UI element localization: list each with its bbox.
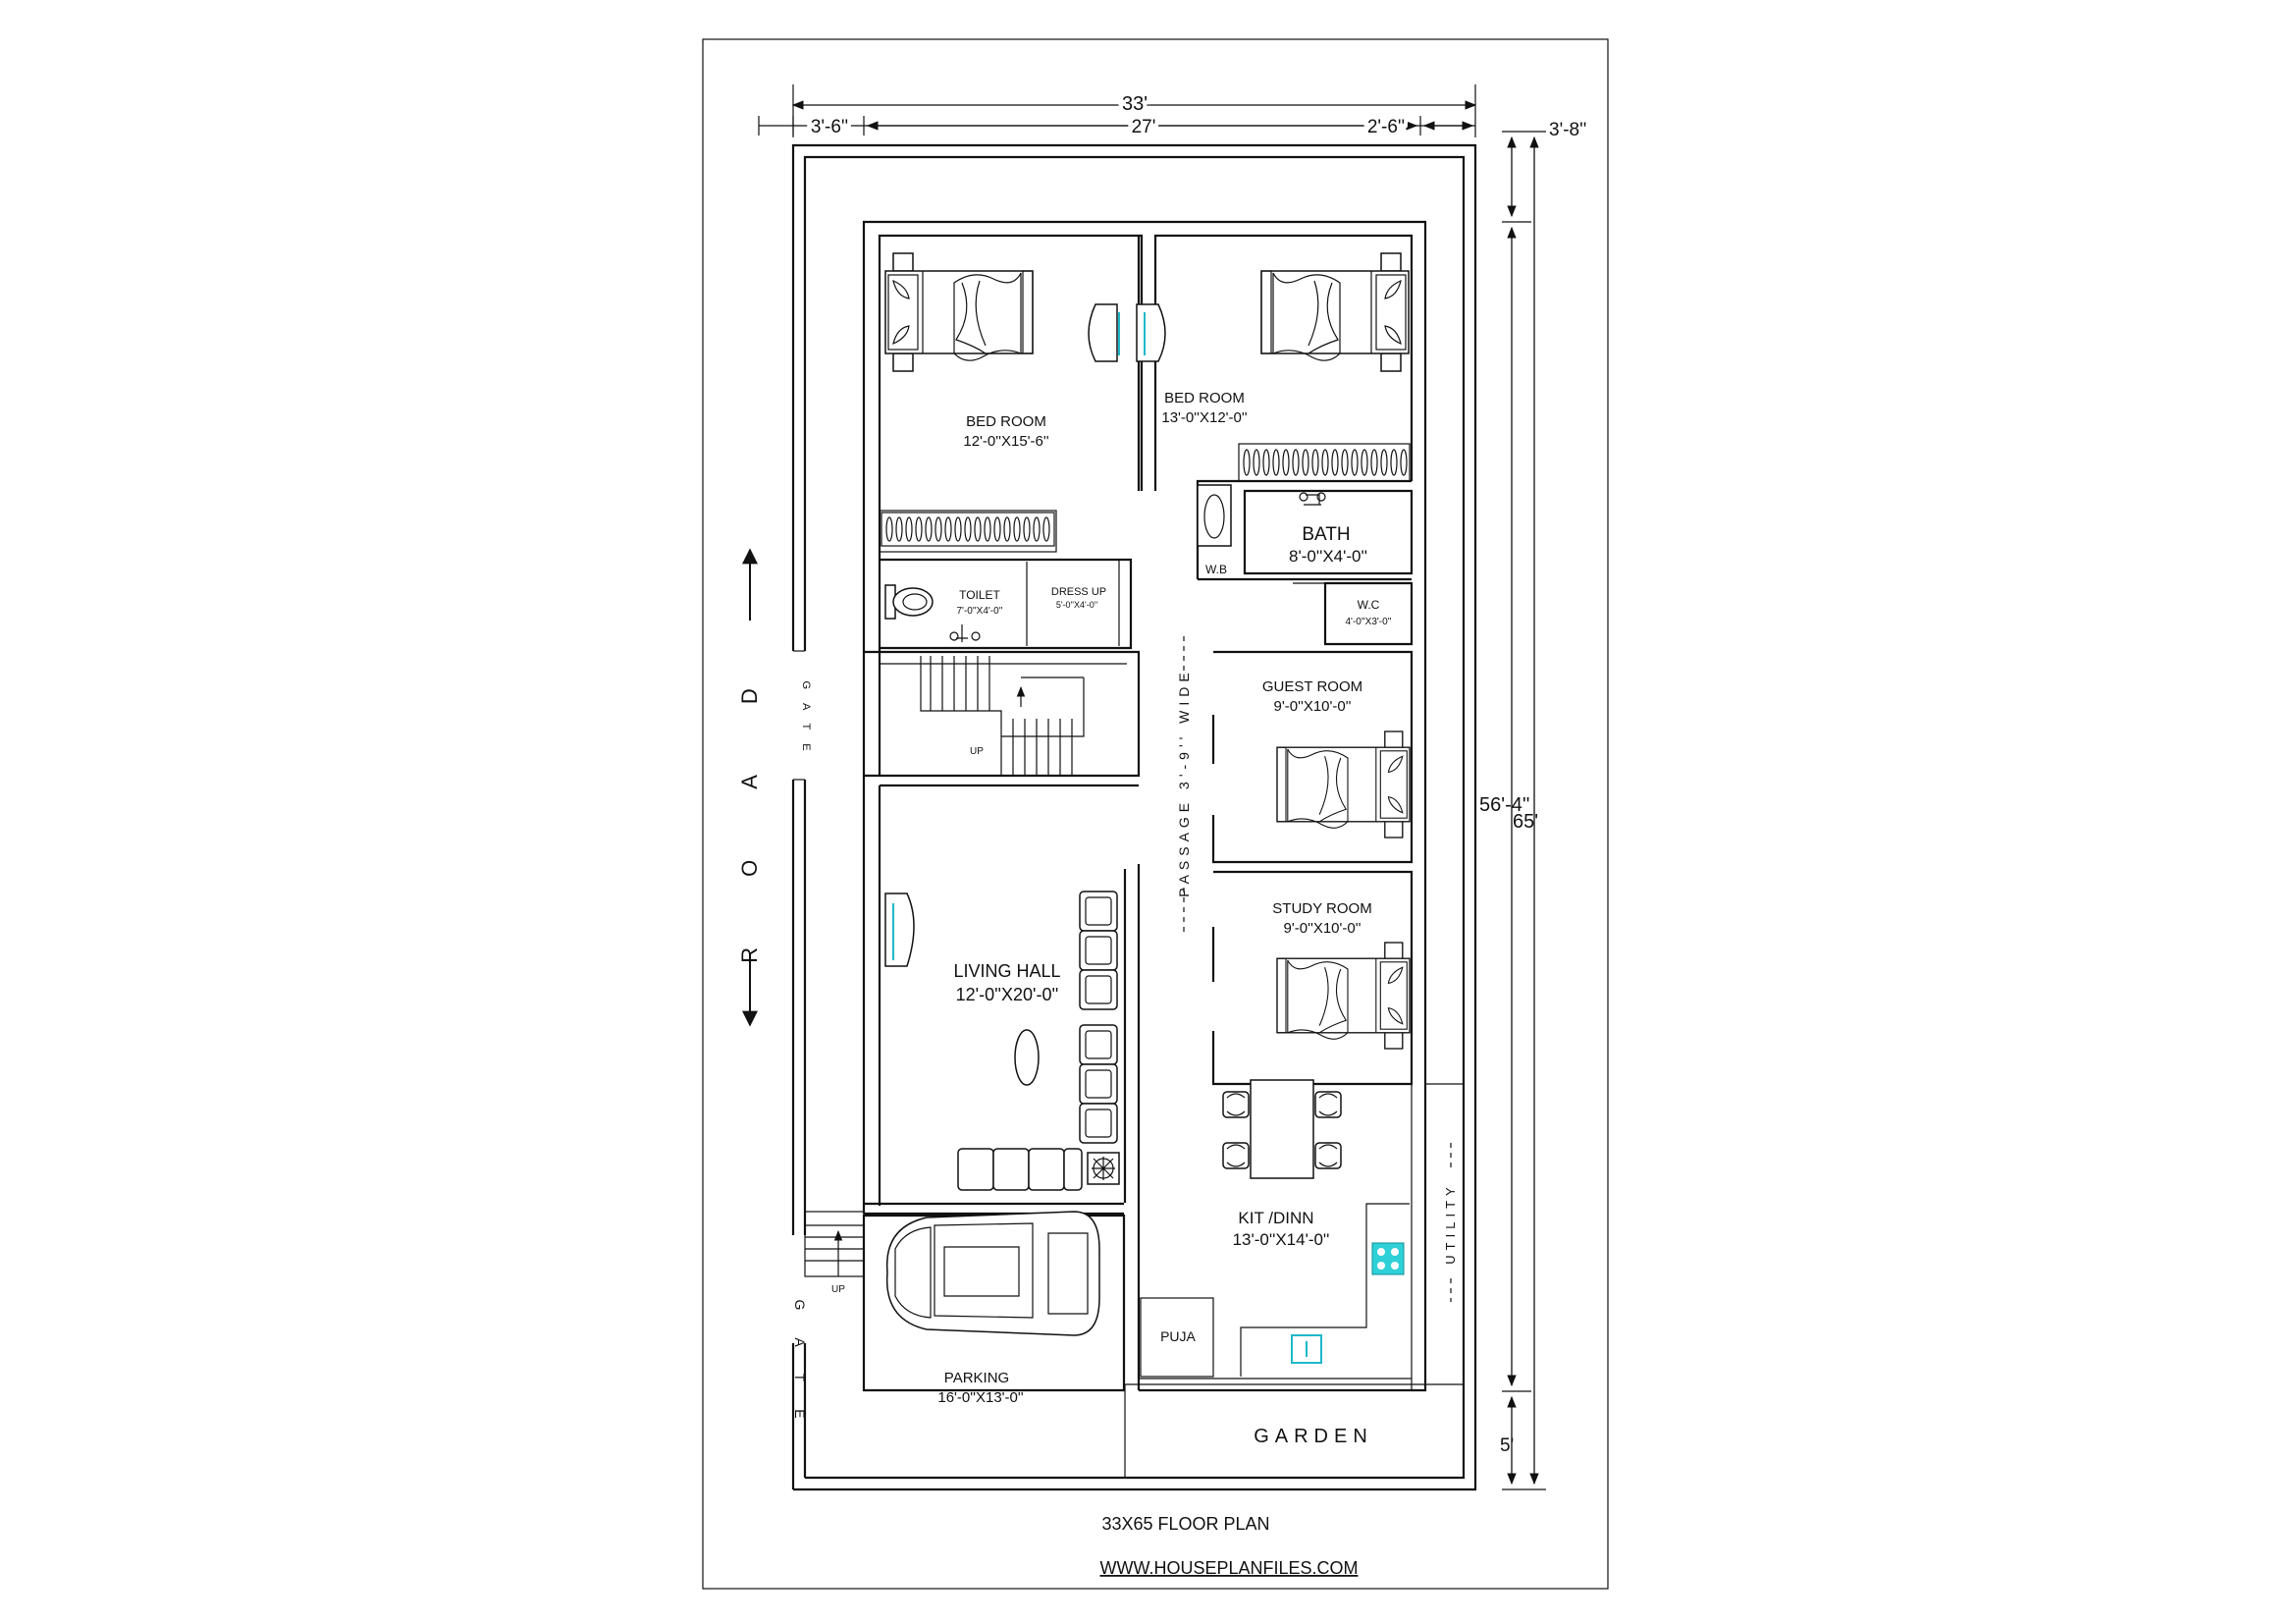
stove-icon xyxy=(1371,1242,1405,1275)
sofa-icon xyxy=(957,1148,1083,1191)
coffee-table-icon xyxy=(1014,1029,1040,1086)
toilet-name: TOILET xyxy=(959,588,1000,602)
dining-table-icon xyxy=(1250,1079,1314,1179)
bath-size: 8'-0''X4'-0'' xyxy=(1289,547,1367,566)
kitchen-name: KIT /DINN xyxy=(1238,1209,1313,1227)
toilet-tap-icon xyxy=(949,624,981,642)
dim-inner-width: 27' xyxy=(1132,117,1156,137)
right-dimension-lines xyxy=(1502,131,1546,1490)
parking-size: 16'-0''X13'-0'' xyxy=(937,1389,1023,1406)
wardrobe-hangers-icon xyxy=(885,449,1408,542)
utility-label: UTILITY xyxy=(1443,1182,1458,1264)
study-room-size: 9'-0''X10'-0'' xyxy=(1284,920,1362,937)
living-hall-size: 12'-0''X20'-0'' xyxy=(956,985,1059,1004)
dim-total-length: 65' xyxy=(1513,811,1538,833)
wc-size: 4'-0''X3'-0'' xyxy=(1345,617,1391,627)
dim-left-setback: 3'-6'' xyxy=(811,117,848,137)
passage-label: PASSAGE 3'-9'' WIDE xyxy=(1176,668,1192,896)
stair-steps xyxy=(930,656,1073,776)
bath-tap-icon xyxy=(1299,492,1326,506)
road-label: ROAD xyxy=(737,618,762,963)
compound-wall xyxy=(791,143,1477,1491)
toilet-seat-icon xyxy=(884,584,934,620)
living-door-icon xyxy=(884,893,915,967)
kitchen-counter xyxy=(1240,1203,1410,1377)
sheet-border xyxy=(702,38,1609,1590)
dim-top-setback: 3'-8'' xyxy=(1549,120,1586,140)
website-link[interactable]: WWW.HOUSEPLANFILES.COM xyxy=(1099,1558,1358,1578)
wardrobe-doors-icon xyxy=(1088,303,1166,362)
staircase xyxy=(920,656,1085,776)
guest-room-size: 9'-0''X10'-0'' xyxy=(1274,698,1352,715)
gate-top-label: GATE xyxy=(800,680,812,764)
bed-icon xyxy=(884,252,1034,372)
entrance-steps xyxy=(804,1211,865,1277)
dressup-name: DRESS UP xyxy=(1051,586,1106,598)
wash-basin-label: W.B xyxy=(1205,563,1227,576)
puja-label: PUJA xyxy=(1160,1328,1196,1344)
car-icon xyxy=(885,1211,1100,1336)
plant-icon xyxy=(1087,1152,1120,1185)
garden-label: GARDEN xyxy=(1254,1426,1373,1447)
dim-building-length: 56'-4'' xyxy=(1479,794,1529,816)
bath-name: BATH xyxy=(1302,524,1350,545)
wc-name: W.C xyxy=(1358,598,1380,612)
living-hall-name: LIVING HALL xyxy=(953,961,1060,981)
wardrobe-rack-icon xyxy=(881,443,1411,547)
bed-icon xyxy=(1260,252,1410,372)
puja-box xyxy=(1140,1297,1214,1378)
gate-bottom-label: GATE xyxy=(792,1299,808,1445)
toilet-size: 7'-0''X4'-0'' xyxy=(956,606,1002,617)
plan-title: 33X65 FLOOR PLAN xyxy=(1101,1514,1269,1534)
bed-icon xyxy=(1276,942,1411,1050)
bedroom2-name: BED ROOM xyxy=(1164,390,1245,406)
bedroom2-size: 13'-0''X12'-0'' xyxy=(1161,409,1247,426)
parking-name: PARKING xyxy=(944,1370,1009,1386)
bedroom1-name: BED ROOM xyxy=(966,413,1046,430)
top-dimension-lines xyxy=(758,84,1477,137)
dressup-size: 5'-0''X4'-0'' xyxy=(1056,600,1098,610)
bedroom1-size: 12'-0''X15'-6'' xyxy=(963,433,1048,450)
entrance-up-label: UP xyxy=(831,1284,845,1295)
house-walls xyxy=(862,220,1464,1392)
stair-up-label: UP xyxy=(970,746,984,757)
dim-bottom-setback: 5' xyxy=(1500,1435,1514,1456)
dim-right-setback: 2'-6'' xyxy=(1367,117,1405,137)
dim-total-width: 33' xyxy=(1122,93,1148,115)
wash-basin-icon xyxy=(1197,484,1232,547)
guest-room-name: GUEST ROOM xyxy=(1262,678,1362,695)
sofa-icon xyxy=(1079,891,1118,1144)
kitchen-sink-icon xyxy=(1291,1334,1322,1364)
study-room-name: STUDY ROOM xyxy=(1272,900,1371,917)
bed-icon xyxy=(1276,730,1411,839)
kitchen-size: 13'-0''X14'-0'' xyxy=(1233,1230,1330,1249)
